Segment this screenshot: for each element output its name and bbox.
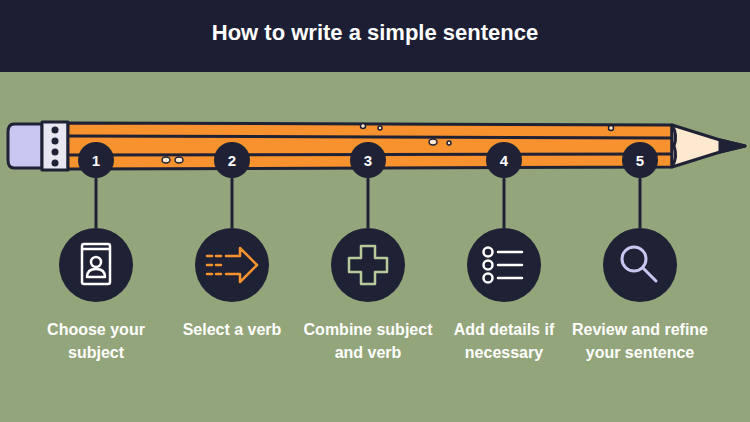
step-number-circle: 2: [214, 142, 250, 178]
step-label: Choose your subject: [26, 318, 166, 364]
step-number-circle: 3: [350, 142, 386, 178]
diagram-title: How to write a simple sentence: [0, 20, 750, 46]
step-number: 1: [92, 152, 100, 169]
step-icon-box: Review and refine your sentence: [570, 228, 710, 364]
step-number: 3: [364, 152, 372, 169]
step-label: Review and refine your sentence: [570, 318, 710, 364]
connector-line: [503, 178, 506, 228]
step-number-circle: 4: [486, 142, 522, 178]
step-label: Add details if necessary: [434, 318, 574, 364]
step-icon-box: Add details if necessary: [434, 228, 574, 364]
step-label: Combine subject and verb: [298, 318, 438, 364]
connector-line: [95, 178, 98, 228]
step-number: 5: [636, 152, 644, 169]
step-number: 4: [500, 152, 508, 169]
step-number: 2: [228, 152, 236, 169]
connector-line: [367, 178, 370, 228]
step-label: Select a verb: [162, 318, 302, 341]
connector-line: [639, 178, 642, 228]
step-icon-box: Select a verb: [162, 228, 302, 341]
step-icon-box: Choose your subject: [26, 228, 166, 364]
step-number-circle: 1: [78, 142, 114, 178]
step-icon-box: Combine subject and verb: [298, 228, 438, 364]
connector-line: [231, 178, 234, 228]
step-number-circle: 5: [622, 142, 658, 178]
